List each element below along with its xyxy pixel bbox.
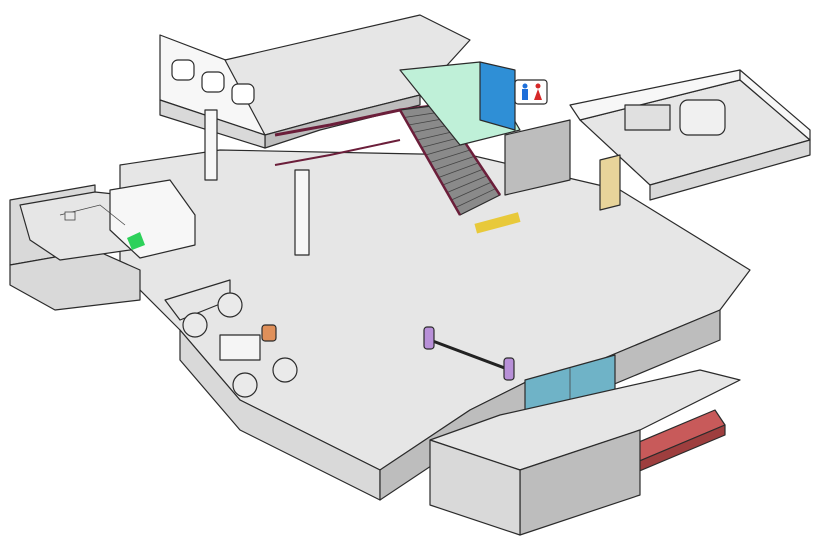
stair-step — [429, 149, 471, 163]
lounge — [164, 279, 298, 398]
trash-bin-icon — [261, 324, 277, 342]
stair-step — [434, 156, 475, 171]
stair-step — [442, 168, 484, 186]
left-room — [9, 179, 196, 311]
armchair — [272, 357, 298, 383]
main-floor — [119, 149, 751, 501]
restroom — [399, 61, 571, 196]
mezzanine — [159, 14, 471, 256]
tv-cabinet-icon — [624, 104, 671, 131]
small-sign — [64, 211, 76, 221]
queue-stand — [503, 357, 515, 381]
wooden-door — [599, 154, 621, 211]
armchair — [182, 312, 208, 338]
front-wing — [429, 369, 741, 536]
armchair — [217, 292, 243, 318]
stair-step — [438, 162, 479, 178]
stair-step — [455, 188, 496, 208]
restroom-sign-icon — [514, 79, 548, 105]
queue-stand — [423, 326, 435, 350]
bed-icon — [679, 99, 726, 136]
stair-step — [451, 181, 492, 201]
green-marker-icon — [127, 232, 145, 250]
table — [219, 334, 261, 361]
armchair — [232, 372, 258, 398]
stair-step — [446, 175, 488, 193]
queue-barrier — [423, 326, 515, 381]
bedroom — [569, 69, 811, 211]
floor-mat — [474, 212, 521, 234]
stair-step — [425, 143, 466, 156]
